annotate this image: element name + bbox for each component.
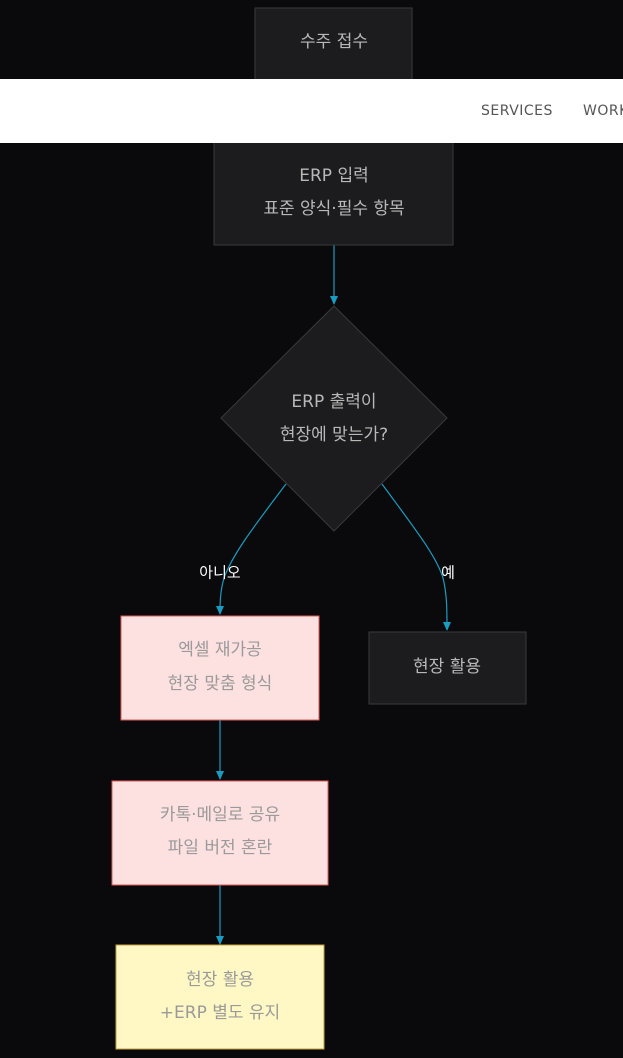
- node-field-use-final-line1: 현장 활용: [186, 970, 254, 990]
- navbar: SERVICES WORK: [0, 79, 623, 143]
- node-field-use-final-line2: +ERP 별도 유지: [160, 1003, 280, 1023]
- nav-link-services[interactable]: SERVICES: [481, 103, 553, 119]
- node-order-intake-label: 수주 접수: [300, 32, 368, 52]
- node-erp-input-line1: ERP 입력: [299, 166, 369, 186]
- edge-decision-yes: [381, 483, 451, 631]
- node-decision-line2: 현장에 맞는가?: [280, 425, 388, 445]
- node-share-line2: 파일 버전 혼란: [168, 838, 273, 858]
- node-share-line1: 카톡·메일로 공유: [160, 805, 280, 825]
- node-decision: ERP 출력이 현장에 맞는가?: [220, 305, 448, 532]
- node-field-use-yes-label: 현장 활용: [413, 657, 481, 677]
- node-share: 카톡·메일로 공유 파일 버전 혼란: [111, 780, 329, 886]
- node-excel-rework: 엑셀 재가공 현장 맞춤 형식: [120, 615, 320, 721]
- node-field-use-yes: 현장 활용: [368, 631, 527, 705]
- node-erp-input-line2: 표준 양식·필수 항목: [263, 199, 404, 219]
- node-excel-rework-line2: 현장 맞춤 형식: [168, 674, 273, 694]
- node-erp-input: ERP 입력 표준 양식·필수 항목: [213, 129, 454, 246]
- node-excel-rework-line1: 엑셀 재가공: [178, 640, 262, 660]
- edge-label-yes: 예: [441, 564, 455, 582]
- node-decision-line1: ERP 출력이: [291, 392, 376, 412]
- node-field-use-final: 현장 활용 +ERP 별도 유지: [115, 944, 325, 1050]
- node-order-intake: 수주 접수: [254, 7, 413, 91]
- edge-decision-no: [216, 483, 287, 615]
- edge-label-no: 아니오: [199, 564, 241, 582]
- nav-link-work[interactable]: WORK: [583, 103, 623, 119]
